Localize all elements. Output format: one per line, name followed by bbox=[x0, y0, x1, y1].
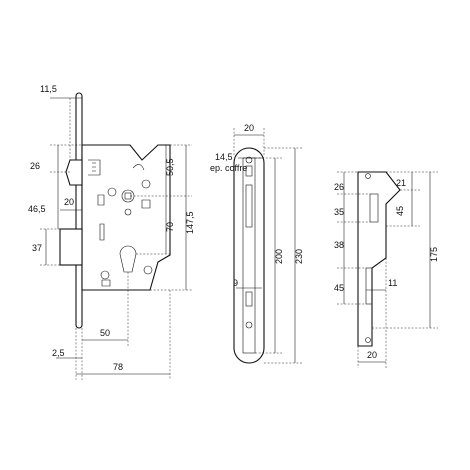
screw-hole-3 bbox=[100, 270, 110, 280]
screw-hole-4 bbox=[143, 265, 153, 275]
screw-hole-2 bbox=[141, 179, 151, 189]
dim-strike-gap: 38 bbox=[334, 240, 344, 250]
dim-strike-slot-width: 11 bbox=[388, 278, 397, 288]
strike-screw-top bbox=[365, 173, 371, 179]
dim-strike-top-offset-right: 21 bbox=[396, 178, 406, 188]
case-slot bbox=[132, 164, 145, 171]
dim-case-depth: 78 bbox=[113, 362, 123, 372]
forend-latch-slot bbox=[245, 165, 253, 177]
dim-latch-to-bolt: 46,5 bbox=[28, 204, 46, 214]
lock-case bbox=[81, 144, 171, 291]
forend-screw-bottom bbox=[245, 321, 253, 329]
strike-screw-bottom bbox=[365, 337, 371, 343]
dead-bolt bbox=[59, 228, 83, 266]
cylinder-hole bbox=[119, 245, 137, 273]
dim-forend-thickness: 2,5 bbox=[52, 348, 65, 358]
strike-bolt-opening bbox=[365, 267, 373, 305]
case-marking-2 bbox=[141, 199, 151, 209]
dim-upper-spacing: 50,5 bbox=[165, 158, 175, 176]
dim-bolt-height: 37 bbox=[32, 243, 42, 253]
dim-case-height: 147,5 bbox=[185, 211, 195, 234]
dim-forend-inner-length: 200 bbox=[274, 249, 284, 264]
dim-backset: 50 bbox=[100, 328, 110, 338]
dim-latch-top: 26 bbox=[30, 161, 40, 171]
dim-strike-top-offset: 26 bbox=[334, 182, 344, 192]
case-marking-4 bbox=[99, 223, 105, 241]
latch-mechanism bbox=[88, 159, 101, 176]
forend-dimensions: 20 14,5 ep. coffre 9 200 230 bbox=[210, 123, 304, 364]
screw-hole-1 bbox=[107, 187, 117, 197]
case-marking-1 bbox=[97, 194, 105, 206]
lock-body bbox=[59, 92, 171, 329]
dim-strike-total-length: 175 bbox=[429, 247, 439, 262]
case-marking-3 bbox=[101, 279, 111, 287]
strike-dimensions: 26 35 38 45 21 45 11 175 20 bbox=[334, 171, 439, 368]
dim-center-distance: 70 bbox=[165, 222, 175, 232]
dim-forend-width: 20 bbox=[244, 123, 254, 133]
latch-spring bbox=[92, 162, 96, 172]
dim-case-thickness-note: ep. coffre bbox=[210, 163, 247, 173]
dim-strike-width: 20 bbox=[367, 350, 377, 360]
forend-bolt-slot bbox=[245, 184, 253, 228]
strike-latch-opening bbox=[369, 193, 379, 223]
forend-cylinder-slot bbox=[245, 291, 253, 307]
forend-plate bbox=[233, 147, 265, 364]
dim-forend-slot-width: 9 bbox=[233, 278, 238, 288]
latch-bolt bbox=[65, 159, 83, 186]
dim-case-thickness: 14,5 bbox=[215, 152, 233, 162]
strike-plate bbox=[357, 171, 401, 347]
spindle-hole bbox=[124, 208, 132, 216]
forend-front bbox=[233, 147, 265, 364]
dim-forend-total-length: 230 bbox=[294, 249, 304, 264]
strike-plate-body bbox=[357, 171, 401, 347]
dim-strike-opening-2: 45 bbox=[334, 283, 344, 293]
dim-strike-spacing-right: 45 bbox=[395, 206, 405, 216]
dim-backset-ref: 20 bbox=[64, 197, 74, 207]
lock-dimensions: 11,5 26 46,5 20 37 50 2,5 78 50,5 bbox=[28, 84, 195, 380]
dim-forend-offset: 11,5 bbox=[40, 84, 57, 94]
forend-screw-top bbox=[245, 156, 253, 164]
dim-strike-opening-1: 35 bbox=[334, 207, 344, 217]
lock-forend-strip bbox=[75, 92, 83, 329]
